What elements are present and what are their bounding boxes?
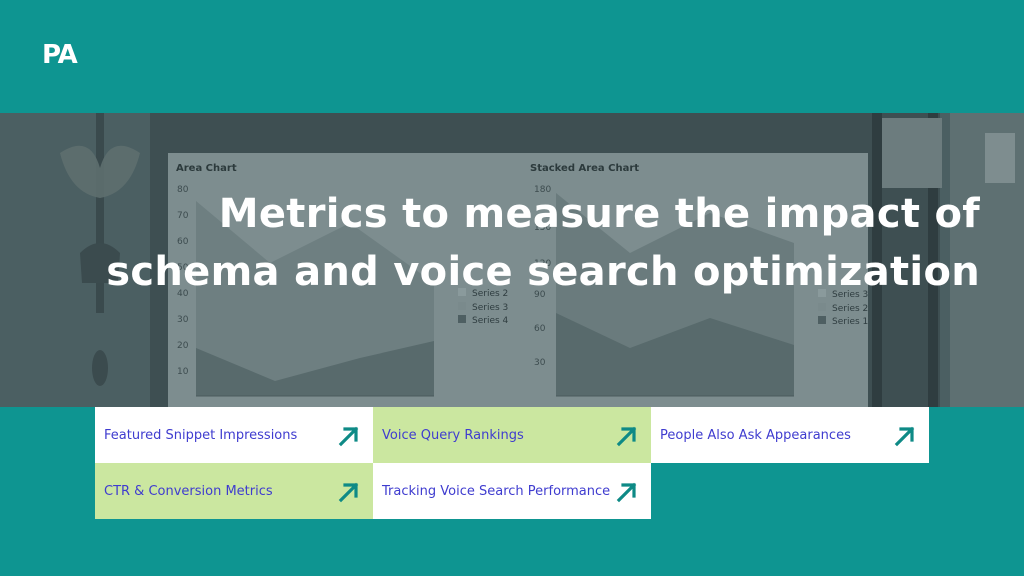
metric-label: Featured Snippet Impressions <box>104 427 298 443</box>
metric-label: Tracking Voice Search Performance <box>382 483 611 499</box>
right-legend-item: Series 3 <box>832 290 868 300</box>
metric-label: CTR & Conversion Metrics <box>104 483 273 499</box>
hero-background-image: Area Chart 80 70 60 50 40 30 20 10 Serie… <box>0 113 1024 407</box>
metric-tile-people-also-ask[interactable]: People Also Ask Appearances <box>651 407 929 463</box>
arrow-up-right-icon <box>338 426 359 447</box>
right-tick: 30 <box>534 358 546 368</box>
left-tick: 50 <box>177 263 189 273</box>
metric-label: Voice Query Rankings <box>382 427 524 443</box>
right-chart-title: Stacked Area Chart <box>530 163 639 174</box>
right-tick: 180 <box>534 185 551 195</box>
hero-photo: Area Chart 80 70 60 50 40 30 20 10 Serie… <box>0 113 1024 407</box>
metric-tile-tracking-voice[interactable]: Tracking Voice Search Performance <box>373 463 651 519</box>
metric-label: People Also Ask Appearances <box>660 427 851 443</box>
left-tick: 30 <box>177 315 189 325</box>
arrow-up-right-icon <box>616 482 637 503</box>
left-tick: 80 <box>177 185 189 195</box>
arrow-up-right-icon <box>338 482 359 503</box>
left-tick: 40 <box>177 289 189 299</box>
metric-tile-featured-snippet[interactable]: Featured Snippet Impressions <box>95 407 373 463</box>
headline-line-2: schema and voice search optimization <box>106 249 980 295</box>
left-tick: 10 <box>177 367 189 377</box>
left-tick: 20 <box>177 341 189 351</box>
left-chart-title: Area Chart <box>176 163 237 174</box>
right-tick: 60 <box>534 324 546 334</box>
right-tick: 120 <box>534 259 551 269</box>
brand-logo: PA <box>42 40 78 70</box>
left-legend-item: Series 4 <box>472 316 509 326</box>
right-legend-item: Series 1 <box>832 317 868 327</box>
headline-line-1: Metrics to measure the impact of <box>218 191 980 237</box>
left-legend-item: Series 2 <box>472 289 508 299</box>
left-legend-item: Series 3 <box>472 303 508 313</box>
metric-tile-ctr-conversion[interactable]: CTR & Conversion Metrics <box>95 463 373 519</box>
arrow-up-right-icon <box>894 426 915 447</box>
left-tick: 60 <box>177 237 189 247</box>
left-tick: 70 <box>177 211 189 221</box>
right-legend-item: Series 2 <box>832 304 868 314</box>
right-tick: 150 <box>534 223 551 233</box>
page-headline: Metrics to measure the impact of schema … <box>80 185 980 301</box>
right-tick: 90 <box>534 290 546 300</box>
arrow-up-right-icon <box>616 426 637 447</box>
metric-tile-voice-query[interactable]: Voice Query Rankings <box>373 407 651 463</box>
